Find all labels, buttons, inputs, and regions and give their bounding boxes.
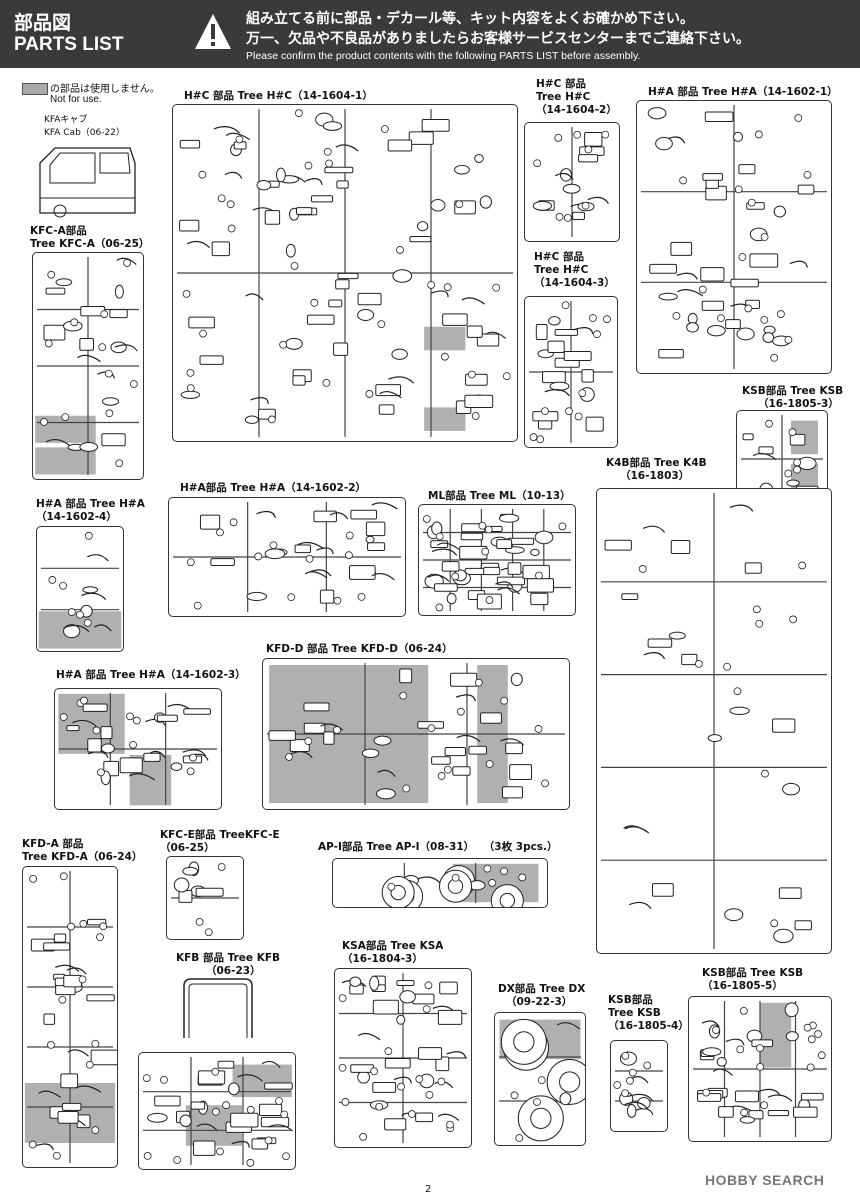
tree-title-k4b: K4B部品 Tree K4B（16-1803） [606,457,707,482]
tree-api [332,858,548,908]
tree-title-ha3: H#A 部品 Tree H#A（14-1602-3） [56,669,246,681]
tree-ml [418,504,576,616]
tree-title-ksa: KSA部品 Tree KSA（16-1804-3） [342,940,444,965]
sprue-drawing [173,502,401,612]
sprue-drawing [267,663,565,805]
tree-title-ha1: H#A 部品 Tree H#A（14-1602-1） [648,86,838,98]
header-title-en: PARTS LIST [14,34,124,55]
tree-ksb5 [688,996,832,1142]
tree-title-api: AP-I部品 Tree AP-I（08-31） （3枚 3pcs.） [318,841,558,853]
tree-title-kfdd: KFD-D 部品 Tree KFD-D（06-24） [266,643,453,655]
sprue-drawing [24,871,117,1163]
tree-ha4 [36,526,124,652]
kfb-hoop-part [183,978,253,1038]
sprue-drawing [641,105,827,369]
tree-ksb4 [610,1040,668,1132]
sprue-drawing [58,693,217,806]
cab-label: KFAキャブ KFA Cab（06-22） [44,114,125,140]
sprue-drawing [601,493,827,949]
sprue-drawing [381,863,539,907]
tree-kfca [32,252,144,480]
sprue-drawing [142,1057,293,1167]
tree-title-kfb: KFB 部品 Tree KFB（06-23） [176,952,281,977]
sprue-drawing [532,127,610,237]
tree-ha1 [636,100,832,374]
tree-title-dx: DX部品 Tree DX（09-22-3） [498,983,586,1008]
sprue-drawing [171,861,239,937]
sprue-drawing [35,257,139,475]
sprue-drawing [38,531,122,649]
warning-triangle-icon [195,14,231,49]
cab-label-jp: KFAキャブ [44,115,88,125]
tree-hc2 [524,122,620,242]
tree-k4b [596,488,832,954]
tree-ksa [334,968,472,1148]
tree-ha2 [168,497,406,617]
sprue-drawing [422,509,571,612]
header-notice-line3: Please confirm the product contents with… [246,50,641,62]
tree-hc1 [172,104,518,442]
sprue-drawing [499,1018,585,1142]
header-title-jp: 部品図 [14,12,72,34]
tree-title-hc1: H#C 部品 Tree H#C（14-1604-1） [184,90,373,102]
cab-label-en: KFA Cab（06-22） [44,128,125,138]
tree-title-ksb3: KSB部品 Tree KSB（16-1805-3） [742,385,844,410]
page-number: 2 [425,1184,432,1195]
tree-kfb [138,1052,296,1170]
sprue-drawing [338,973,467,1143]
page-header: 部品図 PARTS LIST 組み立てる前に部品・デカール等、キット内容をよくお… [0,0,860,68]
tree-title-ha2: H#A部品 Tree H#A（14-1602-2） [180,482,367,494]
header-notice-line2: 万一、欠品や不良品がありましたらお客様サービスセンターまでご連絡下さい。 [246,31,750,47]
tree-title-ksb5: KSB部品 Tree KSB（16-1805-5） [702,967,804,992]
sprue-drawing [529,301,613,444]
tree-title-ml: ML部品 Tree ML（10-13） [428,490,571,502]
header-notice-line1: 組み立てる前に部品・デカール等、キット内容をよくお確かめ下さい。 [246,11,694,27]
hobby-search-logo: HOBBY SEARCH [705,1172,825,1188]
tree-title-ha4: H#A 部品 Tree H#A（14-1602-4） [36,498,145,523]
tree-dx [494,1012,586,1146]
tree-kfda [22,866,118,1168]
tree-kfce [166,856,244,940]
legend-text-jp: の部品は使用しません。 [50,84,160,95]
tree-kfdd [262,658,570,810]
kfa-cab-illustration [39,147,136,218]
legend-swatch [22,83,48,95]
sprue-drawing [613,1051,663,1118]
sprue-drawing [693,1001,827,1137]
tree-hc3 [524,296,618,448]
legend-text-en: Not for use. [50,94,102,105]
sprue-drawing [177,109,513,437]
tree-title-kfce: KFC-E部品 TreeKFC-E（06-25） [160,829,280,854]
tree-ha3 [54,688,222,810]
